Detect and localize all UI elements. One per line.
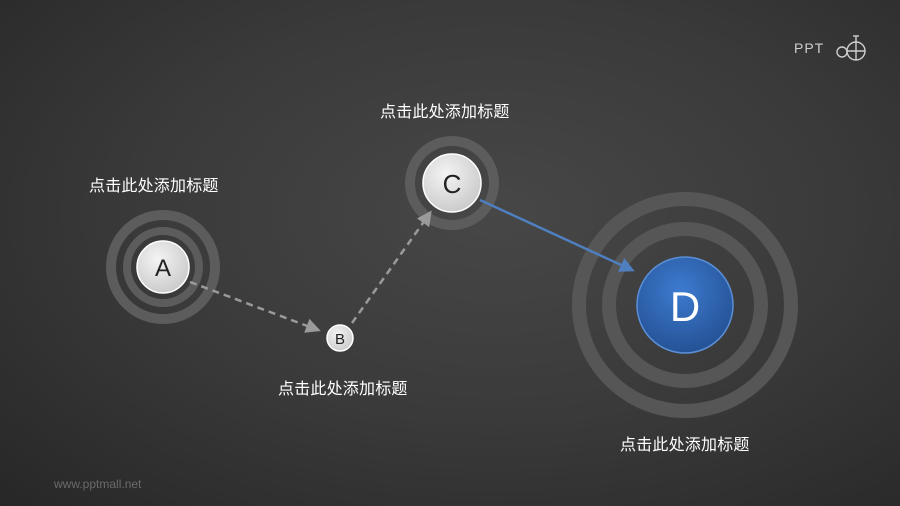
- node-c-caption[interactable]: 点击此处添加标题: [380, 102, 510, 121]
- node-d-label: D: [670, 283, 700, 330]
- node-b-label: B: [335, 331, 345, 348]
- node-d[interactable]: D: [636, 256, 734, 354]
- logo-text: PPT: [794, 40, 825, 56]
- brand-logo: PPT: [794, 32, 870, 64]
- node-a[interactable]: A: [136, 240, 190, 294]
- node-a-caption[interactable]: 点击此处添加标题: [89, 176, 219, 195]
- node-d-rings: [572, 192, 798, 418]
- node-b[interactable]: B: [326, 324, 354, 352]
- edge-b-c: [350, 210, 432, 324]
- watermark: www.pptmall.net: [54, 477, 142, 491]
- node-a-label: A: [155, 255, 171, 282]
- node-d-caption[interactable]: 点击此处添加标题: [620, 435, 750, 454]
- node-b-caption[interactable]: 点击此处添加标题: [278, 379, 408, 398]
- node-c-rings: [405, 136, 499, 230]
- node-c-label: C: [443, 169, 462, 199]
- node-c[interactable]: C: [422, 153, 482, 213]
- edge-a-b: [189, 280, 321, 333]
- node-a-rings: [106, 210, 220, 324]
- edge-c-d: [479, 198, 635, 272]
- stopwatch-icon: [836, 35, 866, 61]
